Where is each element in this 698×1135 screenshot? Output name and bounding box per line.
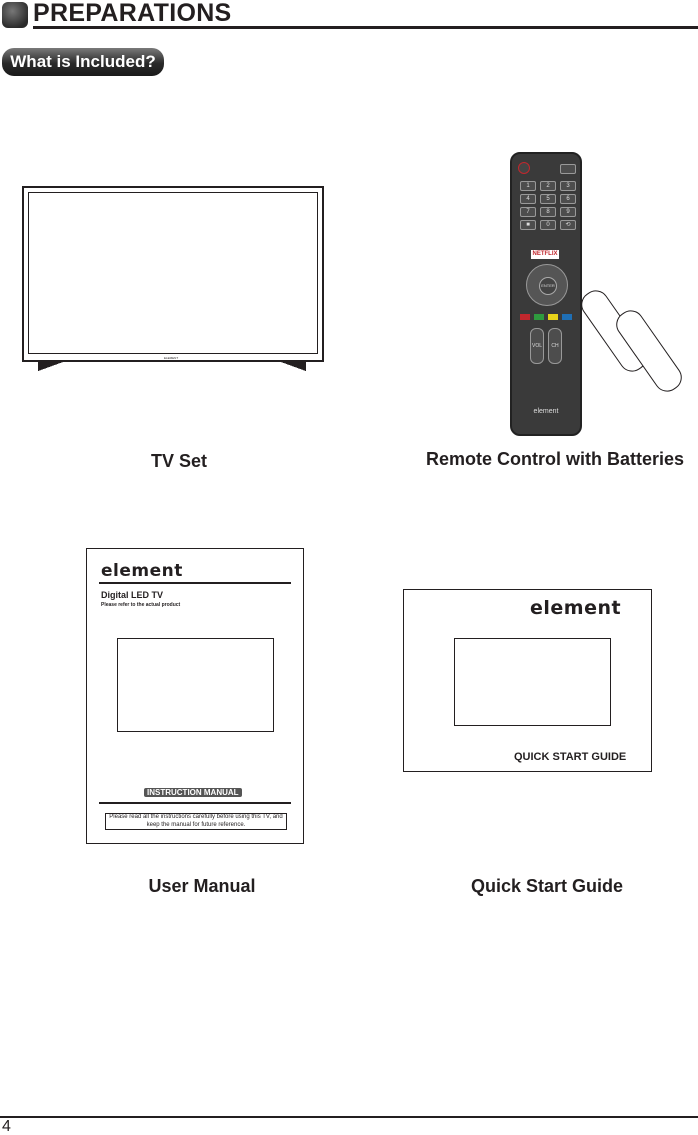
tv-stand-right <box>278 360 306 372</box>
power-icon <box>518 162 530 174</box>
title-underline <box>33 26 698 29</box>
dpad: ENTER <box>526 264 568 306</box>
caption-quick-start: Quick Start Guide <box>470 876 624 896</box>
manual-subtitle: Please refer to the actual product <box>101 602 181 608</box>
caption-tv-set: TV Set <box>150 451 207 471</box>
remote-key: 3 <box>560 181 576 191</box>
remote-key: 9 <box>560 207 576 217</box>
remote-key: 8 <box>540 207 556 217</box>
quick-start-illustration: element QUICK START GUIDE <box>403 589 652 772</box>
netflix-key: NETFLIX <box>531 250 559 259</box>
caption-remote: Remote Control with Batteries <box>425 449 685 469</box>
caption-user-manual: User Manual <box>148 876 256 896</box>
tv-screen <box>28 192 318 354</box>
section-badge: What is Included? <box>2 48 164 76</box>
blue-key <box>562 314 572 320</box>
tv-logo: ELEMENT <box>164 356 179 360</box>
page-title: PREPARATIONS <box>33 0 232 27</box>
remote-logo: element <box>533 408 559 415</box>
manual-notice: Please read all the instructions careful… <box>105 813 287 830</box>
green-key <box>534 314 544 320</box>
user-manual-illustration: element Digital LED TV Please refer to t… <box>86 548 304 844</box>
remote-key: 4 <box>520 194 536 204</box>
volume-rocker: VOL <box>530 328 544 364</box>
remote-key: 7 <box>520 207 536 217</box>
remote-key: 5 <box>540 194 556 204</box>
remote-key: 2 <box>540 181 556 191</box>
channel-rocker: CH <box>548 328 562 364</box>
remote-key: ■ <box>520 220 536 230</box>
manual-tv-image <box>117 638 274 732</box>
divider <box>99 582 291 584</box>
remote-key: 1 <box>520 181 536 191</box>
divider <box>99 802 291 804</box>
tv-illustration: ELEMENT <box>22 186 324 362</box>
qsg-label: QUICK START GUIDE <box>514 751 627 763</box>
page-number: 4 <box>2 1118 11 1135</box>
remote-key: ⟲ <box>560 220 576 230</box>
manual-badge: INSTRUCTION MANUAL <box>144 788 242 797</box>
remote-key: 6 <box>560 194 576 204</box>
section-bullet-icon <box>2 2 28 28</box>
tv-stand-left <box>38 360 66 372</box>
footer-line <box>0 1116 698 1118</box>
element-logo: element <box>530 597 622 619</box>
manual-title: Digital LED TV <box>101 590 164 600</box>
red-key <box>520 314 530 320</box>
qsg-tv-image <box>454 638 611 726</box>
element-logo: element <box>101 561 183 581</box>
remote-key: 0 <box>540 220 556 230</box>
yellow-key <box>548 314 558 320</box>
enter-key: ENTER <box>539 277 557 295</box>
input-key <box>560 164 576 174</box>
